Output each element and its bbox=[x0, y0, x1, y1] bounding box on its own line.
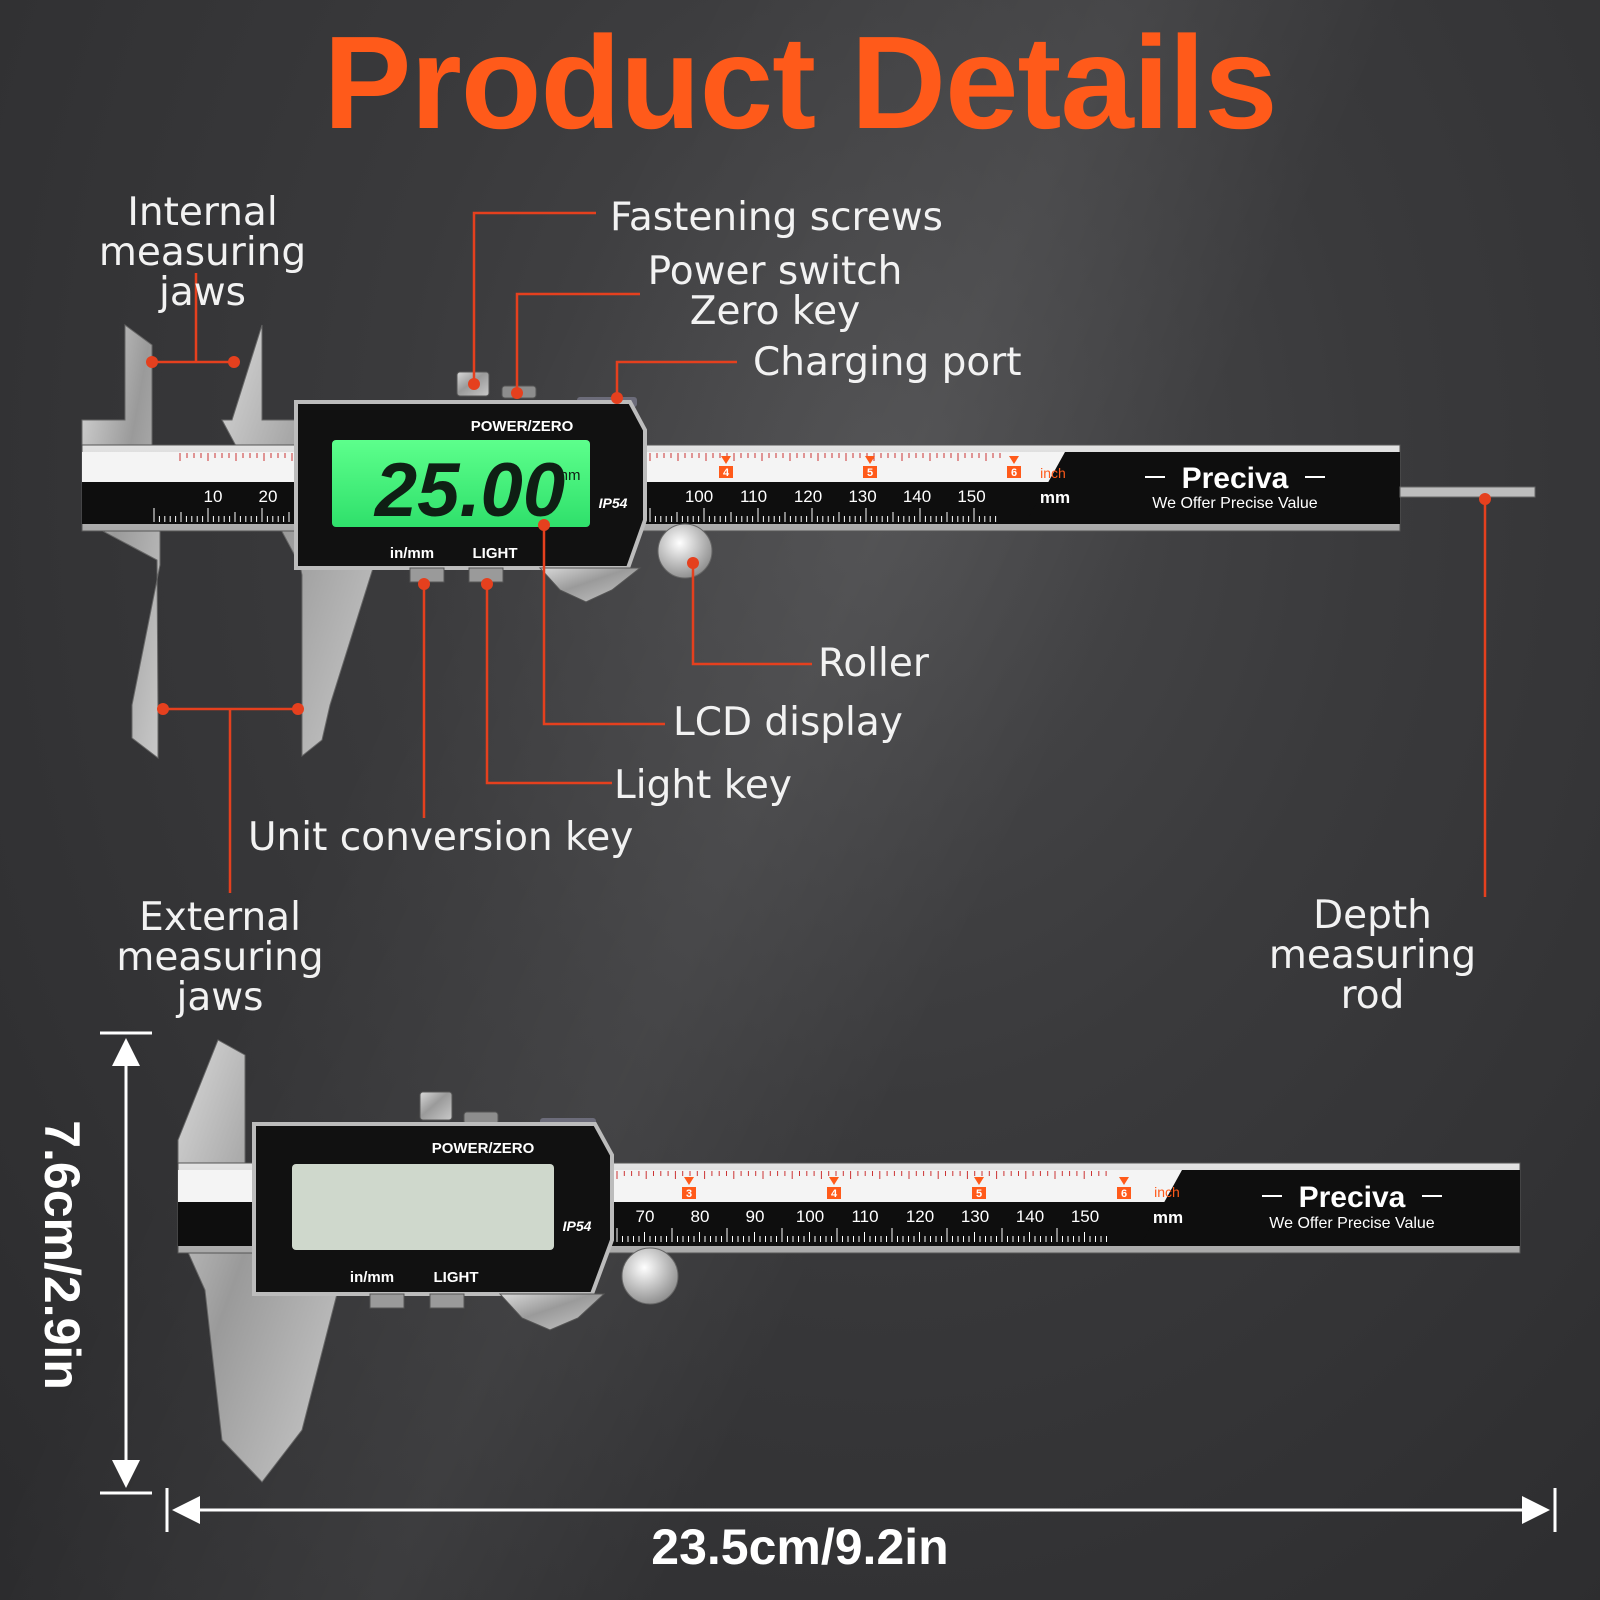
top-mm-label: mm bbox=[1040, 488, 1070, 507]
bottom-inch-mark-box bbox=[1117, 1187, 1131, 1199]
top-caliper: 10 20 100 110 120 130 140 150 4 5 6 inch mm Pre… bbox=[81, 324, 1536, 760]
callout-light-key: Light key bbox=[614, 763, 792, 808]
callout-unit-key: Unit conversion key bbox=[248, 815, 634, 860]
top-tagline: We Offer Precise Value bbox=[1152, 495, 1318, 512]
bottom-scale-label: 140 bbox=[1016, 1207, 1044, 1226]
bottom-inch-mark-pointer bbox=[684, 1177, 694, 1185]
bottom-inch-mark-box bbox=[972, 1187, 986, 1199]
callout-power-switch: Power switch Zero key bbox=[647, 249, 903, 334]
top-power-label: POWER/ZERO bbox=[471, 418, 574, 435]
bottom-roller bbox=[621, 1247, 679, 1305]
bottom-scale-label: 130 bbox=[961, 1207, 989, 1226]
bottom-inch-mark-pointer bbox=[974, 1177, 984, 1185]
lcd-reading: 25.00 bbox=[373, 448, 565, 533]
bottom-scale-label: 80 bbox=[691, 1207, 710, 1226]
callout-dots bbox=[146, 356, 1491, 715]
bottom-caliper: 70 80 90 100 110 120 130 140 150 3 4 5 6 inch mm Pr… bbox=[177, 1039, 1521, 1483]
bottom-scale-label: 70 bbox=[636, 1207, 655, 1226]
lcd-unit: mm bbox=[556, 467, 581, 484]
page-title: Product Details bbox=[323, 9, 1277, 156]
bottom-inch-mark: 4 bbox=[831, 1188, 838, 1200]
dimension-height: 7.6cm/2.9in bbox=[34, 1120, 90, 1390]
thumb-grip bbox=[538, 567, 642, 603]
bottom-unit-label: in/mm bbox=[350, 1269, 394, 1286]
callout-internal-jaws: Internal measuring jaws bbox=[98, 190, 307, 315]
bottom-mm-label: mm bbox=[1153, 1208, 1183, 1227]
bottom-inch-mark-pointer bbox=[1119, 1177, 1129, 1185]
bottom-inch-mark: 3 bbox=[686, 1188, 692, 1200]
bottom-lcd-display bbox=[292, 1164, 554, 1250]
top-scale-label: 130 bbox=[848, 487, 876, 506]
top-scale-label: 140 bbox=[903, 487, 931, 506]
dimension-arrows bbox=[100, 1031, 1557, 1532]
bottom-light-label: LIGHT bbox=[434, 1269, 479, 1286]
top-scale-ticks bbox=[153, 453, 1001, 522]
top-scale-left-20: 20 bbox=[259, 487, 278, 506]
top-light-label: LIGHT bbox=[473, 545, 518, 562]
bottom-inch-marks: 3 4 5 6 bbox=[682, 1177, 1131, 1200]
top-inch-mark: 6 bbox=[1011, 467, 1017, 479]
bottom-scale-ticks bbox=[616, 1171, 1107, 1242]
bottom-scale-label: 100 bbox=[796, 1207, 824, 1226]
top-scale-label: 120 bbox=[794, 487, 822, 506]
top-inch-mark: 4 bbox=[723, 467, 730, 479]
bottom-scale-label: 90 bbox=[746, 1207, 765, 1226]
top-inch-mark-pointer bbox=[865, 456, 875, 464]
bottom-power-label: POWER/ZERO bbox=[432, 1140, 535, 1157]
bottom-brand-panel bbox=[1140, 1170, 1520, 1246]
fixed-jaw bbox=[81, 324, 161, 760]
top-scale-label: 150 bbox=[957, 487, 985, 506]
bottom-light-button bbox=[429, 1293, 465, 1309]
callout-external-jaws: External measuring jaws bbox=[116, 895, 324, 1020]
bottom-brand: Preciva bbox=[1299, 1181, 1406, 1214]
top-scale-label: 100 bbox=[685, 487, 713, 506]
bottom-inch-mark-box bbox=[827, 1187, 841, 1199]
top-inch-mark-box bbox=[719, 466, 733, 478]
bottom-inch-mark: 5 bbox=[976, 1188, 982, 1200]
top-inch-label: inch bbox=[1040, 465, 1066, 481]
top-inch-mark-pointer bbox=[721, 456, 731, 464]
bottom-inch-label: inch bbox=[1154, 1184, 1180, 1200]
bottom-scale-label: 110 bbox=[851, 1207, 878, 1226]
brand-panel bbox=[1025, 452, 1400, 524]
depth-rod bbox=[1399, 486, 1536, 498]
lcd-display bbox=[332, 440, 590, 527]
bottom-thumb-grip bbox=[498, 1293, 606, 1331]
top-ip-rating: IP54 bbox=[599, 495, 628, 511]
bottom-unit-button bbox=[369, 1293, 405, 1309]
bottom-ip-rating: IP54 bbox=[563, 1218, 592, 1234]
callout-lcd-display: LCD display bbox=[673, 700, 903, 745]
callout-depth-rod: Depth measuring rod bbox=[1268, 893, 1477, 1018]
top-scale-left-10: 10 bbox=[204, 487, 223, 506]
top-inch-marks: 4 5 6 bbox=[719, 456, 1021, 479]
top-inch-mark-box bbox=[863, 466, 877, 478]
top-inch-mark: 5 bbox=[867, 467, 873, 479]
callout-roller: Roller bbox=[818, 641, 929, 686]
top-scale-label: 110 bbox=[740, 487, 767, 506]
bottom-inch-mark-box bbox=[682, 1187, 696, 1199]
roller bbox=[657, 523, 713, 579]
bottom-inch-mark: 6 bbox=[1121, 1188, 1127, 1200]
callout-charging-port: Charging port bbox=[753, 340, 1022, 385]
callout-fastening-screws: Fastening screws bbox=[610, 195, 943, 240]
top-inch-mark-box bbox=[1007, 466, 1021, 478]
bottom-scale-label: 150 bbox=[1071, 1207, 1099, 1226]
bottom-scale-labels: 70 80 90 100 110 120 130 140 150 bbox=[636, 1207, 1100, 1226]
bottom-tagline: We Offer Precise Value bbox=[1269, 1215, 1435, 1232]
top-unit-label: in/mm bbox=[390, 545, 434, 562]
callout-lines bbox=[152, 211, 1487, 897]
top-inch-mark-pointer bbox=[1009, 456, 1019, 464]
top-brand: Preciva bbox=[1182, 462, 1289, 495]
dimension-width: 23.5cm/9.2in bbox=[651, 1519, 949, 1575]
bottom-inch-mark-pointer bbox=[829, 1177, 839, 1185]
bottom-fastening-screw bbox=[419, 1091, 453, 1121]
bottom-scale-label: 120 bbox=[906, 1207, 934, 1226]
top-scale-labels: 100 110 120 130 140 150 bbox=[685, 487, 986, 506]
